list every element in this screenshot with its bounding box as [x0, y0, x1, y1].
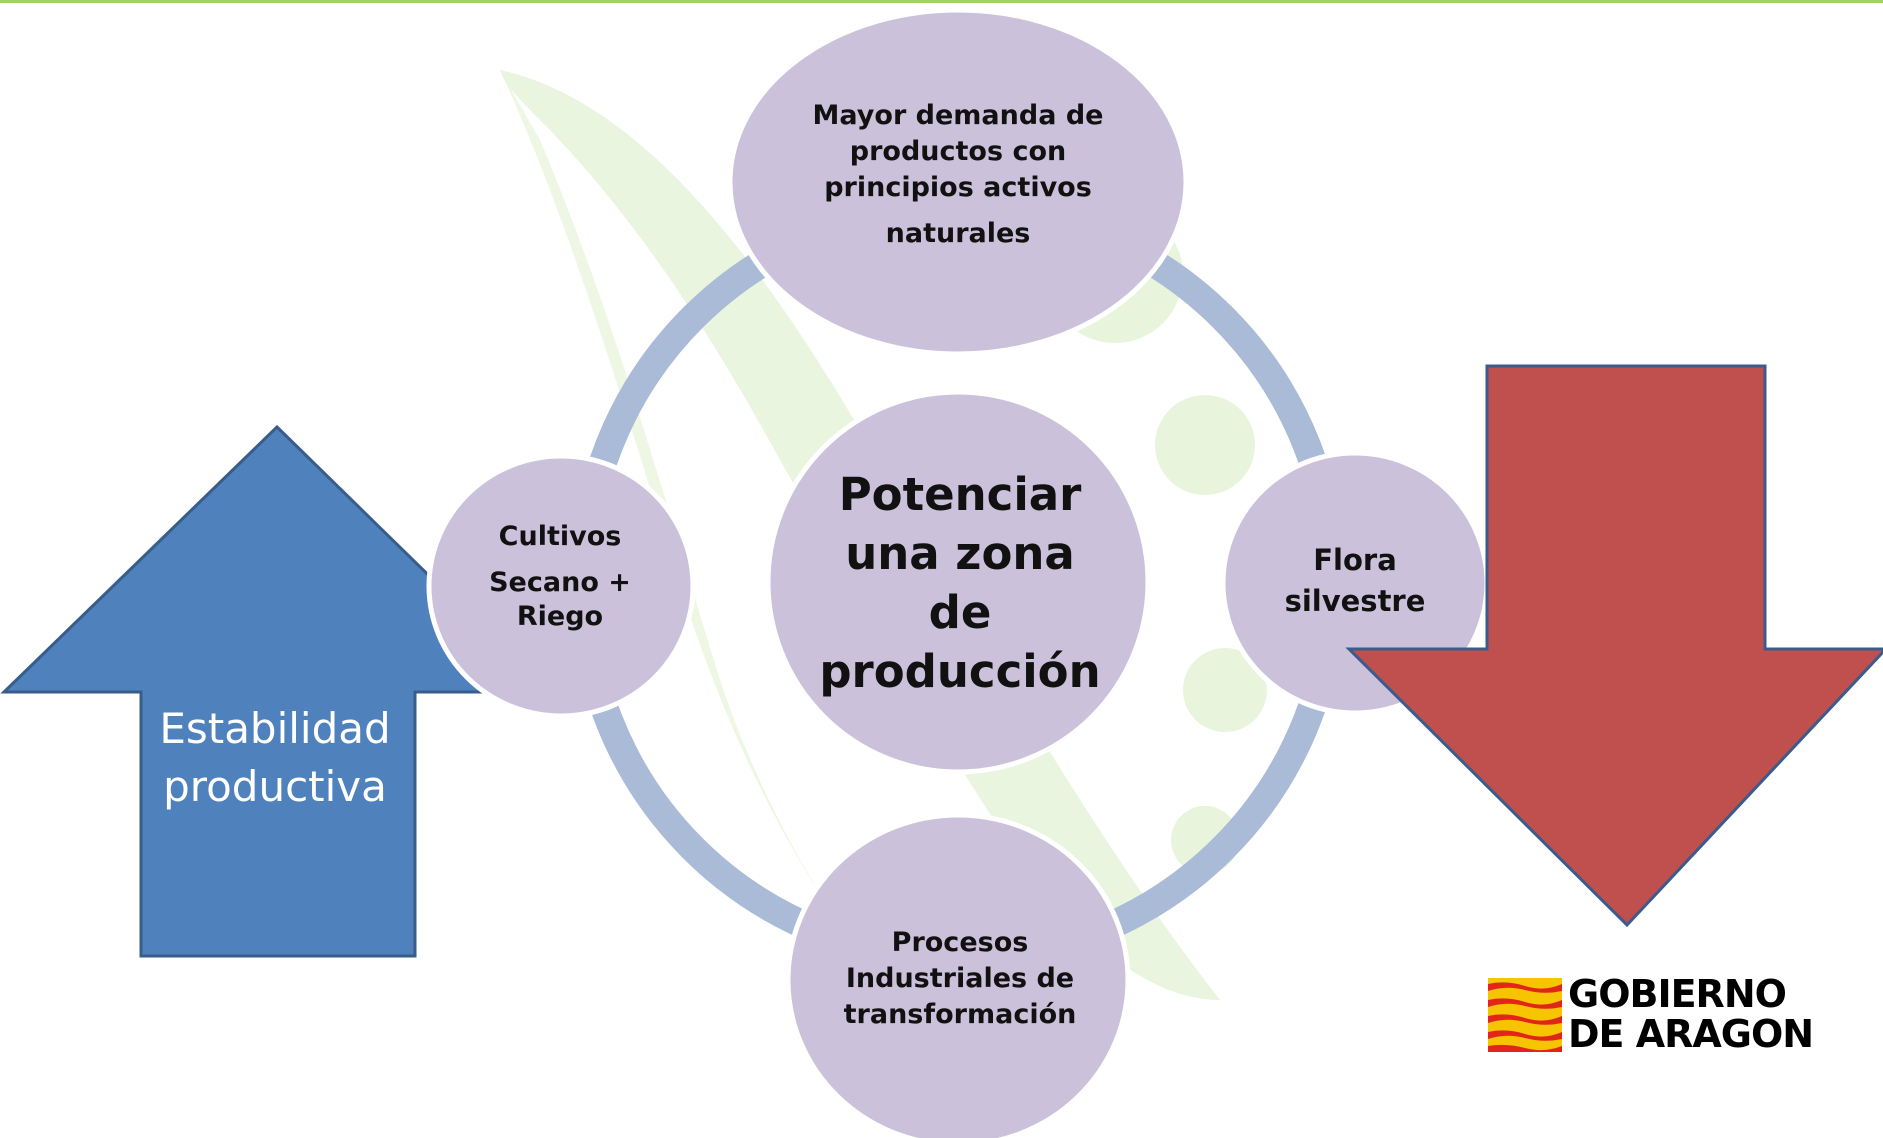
node-left-line-1: Cultivos: [498, 521, 622, 552]
node-center-line-3: de: [928, 586, 992, 639]
logo-wordmark: GOBIERNO DE ARAGON: [1568, 972, 1814, 1056]
node-left: [426, 453, 696, 719]
node-center-label: Potenciar una zona de producción: [770, 465, 1150, 701]
down-arrow-label: Menor calidad Baja trazabilidad: [1470, 0, 1780, 290]
node-bottom-line-1: Procesos: [891, 927, 1029, 958]
node-center-line-2: una zona: [845, 527, 1075, 580]
node-top: [727, 7, 1189, 357]
node-right-line-1: Flora: [1313, 543, 1397, 577]
up-arrow-line-1: Estabilidad: [159, 704, 391, 753]
node-bottom-line-3: transformación: [843, 999, 1077, 1030]
down-arrow-line-1: Menor: [1559, 4, 1691, 53]
logo-line-2: DE ARAGON: [1568, 1012, 1814, 1056]
node-top-line-2: productos con: [849, 136, 1067, 167]
node-right-label: Flora silvestre: [1235, 540, 1475, 622]
node-bottom: [785, 812, 1131, 1138]
top-border-line: [0, 0, 1883, 3]
node-bottom-label: Procesos Industriales de transformación: [770, 925, 1150, 1033]
down-arrow-line-3: Baja: [1579, 178, 1671, 227]
node-left-line-3: Riego: [516, 601, 604, 632]
node-center: [765, 389, 1151, 775]
node-bottom-line-2: Industriales de: [845, 963, 1075, 994]
gobierno-de-aragon-logo: GOBIERNO DE ARAGON: [1488, 974, 1828, 1054]
node-right-line-2: silvestre: [1284, 584, 1426, 618]
node-top-line-4: naturales: [885, 218, 1031, 249]
node-top-label: Mayor demanda de productos con principio…: [758, 98, 1158, 252]
node-center-line-1: Potenciar: [838, 468, 1082, 521]
down-arrow-line-2: calidad: [1549, 62, 1701, 111]
node-top-line-3: principios activos: [824, 172, 1092, 203]
aragon-flag-icon: [1488, 978, 1562, 1052]
down-arrow: [1345, 364, 1883, 928]
logo-line-1: GOBIERNO: [1568, 972, 1787, 1016]
up-arrow-line-2: productiva: [163, 762, 387, 811]
node-left-label: Cultivos Secano + Riego: [440, 520, 680, 634]
node-center-line-4: producción: [819, 645, 1101, 698]
node-top-line-1: Mayor demanda de: [812, 100, 1104, 131]
node-left-line-2: Secano +: [489, 567, 631, 598]
up-arrow-label: Estabilidad productiva: [140, 700, 410, 816]
down-arrow-line-4: trazabilidad: [1501, 236, 1749, 285]
